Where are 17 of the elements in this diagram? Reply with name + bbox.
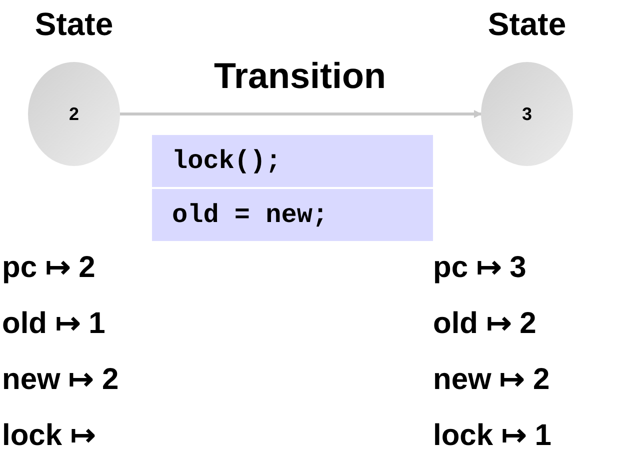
- variable-value: pc ↦ 3: [433, 250, 528, 286]
- variable-value: new ↦ 2: [433, 362, 551, 398]
- state-number: 3: [522, 102, 532, 126]
- variable-value: pc ↦ 2: [2, 250, 96, 286]
- code-line: old = new;: [172, 200, 328, 230]
- arrow: [120, 110, 482, 118]
- variable-value: new ↦ 2: [2, 362, 119, 398]
- variable-value: lock ↦: [2, 418, 96, 454]
- state-heading: State: [488, 5, 566, 44]
- state-number: 2: [68, 102, 79, 126]
- code-box: [152, 135, 433, 241]
- code-line: lock();: [172, 146, 282, 176]
- edge-label: Transition: [214, 56, 386, 96]
- variable-value: old ↦ 2: [433, 306, 538, 342]
- state-heading: State: [34, 5, 114, 44]
- variable-value: old ↦ 1: [2, 306, 106, 342]
- variable-value: lock ↦ 1: [433, 418, 552, 454]
